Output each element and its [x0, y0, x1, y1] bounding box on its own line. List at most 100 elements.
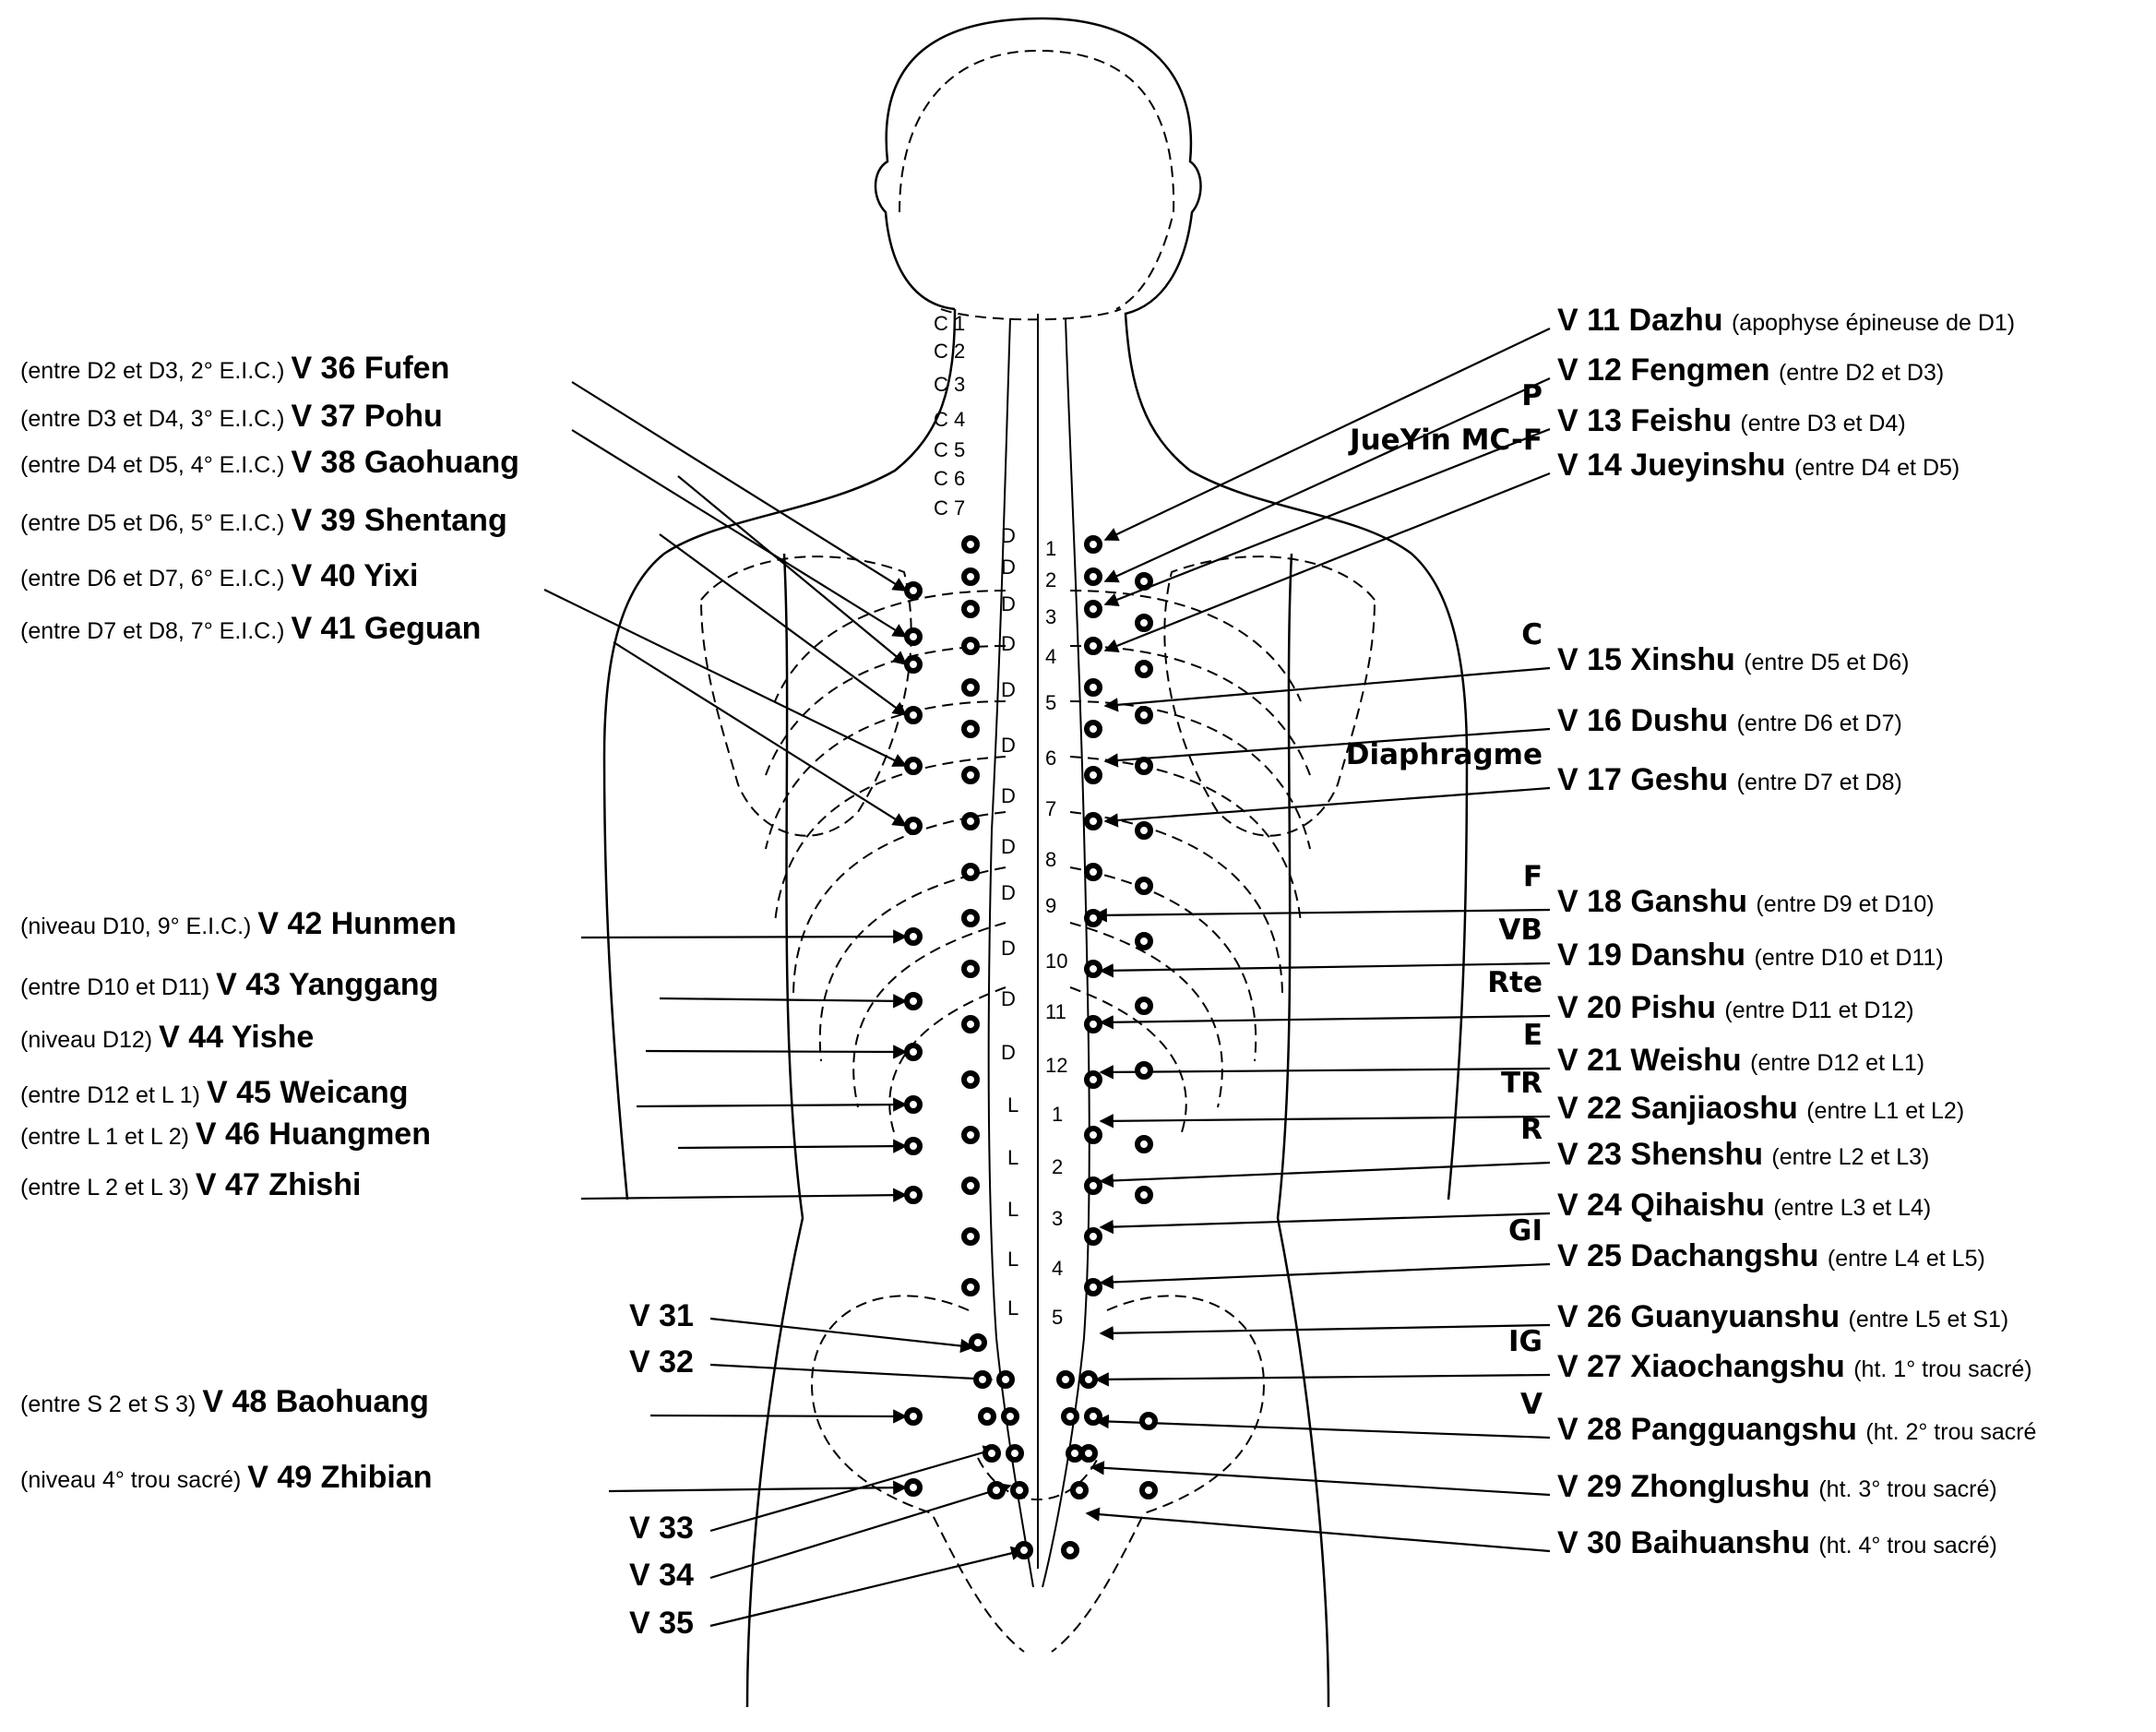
left-point-code-name: V 47 Zhishi — [196, 1167, 362, 1202]
organ-label: GI — [1508, 1214, 1543, 1248]
cervical-label: C 7 — [934, 496, 965, 520]
right-point-code-name: V 17 Geshu — [1557, 762, 1737, 797]
acupoint-marker — [1135, 660, 1153, 678]
left-point-code-name: V 36 Fufen — [291, 351, 449, 386]
left-point-code-name: V 38 Gaohuang — [291, 445, 519, 480]
organ-label: Rte — [1487, 966, 1543, 999]
dorsal-label: 12 — [1045, 1054, 1067, 1077]
right-point-note: (entre L3 et L4) — [1773, 1195, 1931, 1221]
right-point-label: V 21 Weishu (entre D12 et L1) — [1557, 1043, 1924, 1078]
sacral-point-label: V 34 — [629, 1558, 694, 1593]
left-point-code-name: V 42 Hunmen — [257, 906, 456, 941]
sacral-leader-line — [709, 1317, 975, 1354]
acupoint-marker — [1135, 1135, 1153, 1153]
sacral-leader-line — [709, 1482, 1012, 1580]
right-point-label: V 15 Xinshu (entre D5 et D6) — [1557, 642, 1909, 677]
acupoint-marker — [1135, 821, 1153, 840]
left-point-note: (entre S 2 et S 3) — [20, 1392, 202, 1417]
left-point-note: (entre D10 et D11) — [20, 974, 216, 1000]
cervical-label: C 1 — [934, 312, 965, 335]
left-point-note: (entre D5 et D6, 5° E.I.C.) — [20, 510, 291, 536]
sacral-leader-line — [709, 1546, 1026, 1628]
left-point-label: (entre D2 et D3, 2° E.I.C.) V 36 Fufen — [20, 351, 449, 386]
left-point-label: (entre D10 et D11) V 43 Yanggang — [20, 967, 438, 1002]
dorsal-label: D — [1001, 835, 1016, 858]
acupoint-marker — [961, 766, 980, 784]
lumbar-label: L — [1007, 1093, 1018, 1117]
right-point-code-name: V 25 Dachangshu — [1557, 1238, 1828, 1273]
right-point-note: (entre D2 et D3) — [1779, 360, 1944, 386]
left-point-marker — [904, 1407, 923, 1426]
right-leader-line — [1092, 908, 1551, 923]
left-point-marker — [904, 817, 923, 835]
sacral-marker — [1070, 1481, 1089, 1499]
dorsal-label: D — [1001, 524, 1016, 547]
right-point-label: V 14 Jueyinshu (entre D4 et D5) — [1557, 448, 1959, 483]
right-point-label: V 19 Danshu (entre D10 et D11) — [1557, 938, 1944, 973]
right-point-code-name: V 12 Fengmen — [1557, 352, 1779, 388]
right-point-code-name: V 11 Dazhu — [1557, 303, 1732, 338]
left-point-note: (entre D6 et D7, 6° E.I.C.) — [20, 566, 291, 591]
left-leader-line — [571, 429, 908, 638]
sacral-marker — [1079, 1370, 1098, 1389]
dorsal-label: 8 — [1045, 848, 1056, 871]
dorsal-label: 10 — [1045, 950, 1067, 973]
right-leader-line — [1099, 962, 1551, 978]
dorsal-label: D — [1001, 881, 1016, 904]
sacral-marker — [973, 1370, 992, 1389]
right-point-label: V 26 Guanyuanshu (entre L5 et S1) — [1557, 1299, 2008, 1334]
left-point-code-name: V 45 Weicang — [207, 1075, 409, 1110]
right-point-note: (entre L1 et L2) — [1806, 1098, 1964, 1124]
right-point-code-name: V 20 Pishu — [1557, 990, 1724, 1025]
left-leader-line — [571, 381, 908, 591]
dorsal-label: D — [1001, 555, 1016, 579]
right-point-note: (entre D9 et D10) — [1756, 891, 1934, 917]
acupoint-marker — [1135, 932, 1153, 950]
dorsal-label: D — [1001, 592, 1016, 615]
right-point-code-name: V 21 Weishu — [1557, 1043, 1750, 1078]
cervical-label: C 2 — [934, 340, 965, 363]
left-leader-line — [649, 1409, 908, 1424]
sacral-marker — [983, 1444, 1001, 1463]
acupoint-marker — [1084, 637, 1102, 655]
sacral-marker — [1001, 1407, 1019, 1426]
lumbar-label: 3 — [1052, 1207, 1063, 1230]
right-point-note: (ht. 2° trou sacré — [1865, 1419, 2036, 1445]
left-point-label: (entre D3 et D4, 3° E.I.C.) V 37 Pohu — [20, 399, 443, 434]
left-point-code-name: V 48 Baohuang — [202, 1384, 429, 1419]
left-leader-line — [636, 1097, 908, 1112]
dorsal-label: 2 — [1045, 568, 1056, 591]
acupoint-marker — [1135, 614, 1153, 632]
right-point-code-name: V 14 Jueyinshu — [1557, 448, 1794, 483]
right-point-note: (entre D6 et D7) — [1737, 711, 1902, 736]
acupoint-marker — [1084, 1278, 1102, 1296]
left-point-code-name: V 46 Huangmen — [196, 1117, 431, 1152]
organ-label: C — [1521, 618, 1543, 651]
left-leader-line — [659, 533, 908, 716]
acupoint-marker — [1084, 812, 1102, 830]
organ-label: F — [1523, 860, 1543, 893]
left-point-marker — [904, 1137, 923, 1155]
acupoint-marker — [1135, 1061, 1153, 1080]
right-point-note: (entre D4 et D5) — [1794, 455, 1959, 481]
dorsal-label: 11 — [1045, 1000, 1066, 1023]
right-leader-line — [1090, 1461, 1551, 1497]
acupoint-marker — [961, 600, 980, 618]
left-point-code-name: V 44 Yishe — [159, 1020, 314, 1055]
right-leader-line — [1099, 1065, 1551, 1080]
dorsal-label: 5 — [1045, 691, 1056, 714]
right-leader-line — [1094, 1372, 1551, 1387]
right-leader-line — [1103, 376, 1551, 583]
left-leader-line — [677, 475, 908, 665]
dorsal-label: D — [1001, 784, 1016, 807]
dorsal-label: D — [1001, 937, 1016, 960]
right-leader-line — [1099, 1262, 1551, 1290]
dorsal-label: 6 — [1045, 747, 1056, 770]
acupoint-marker — [1135, 877, 1153, 895]
organ-label: JueYin MC-F — [1348, 424, 1543, 457]
sacral-marker — [996, 1370, 1015, 1389]
acupoint-marker — [1084, 535, 1102, 554]
right-point-code-name: V 30 Baihuanshu — [1557, 1525, 1818, 1560]
acupoint-marker — [1084, 1126, 1102, 1144]
left-point-marker — [904, 1043, 923, 1061]
